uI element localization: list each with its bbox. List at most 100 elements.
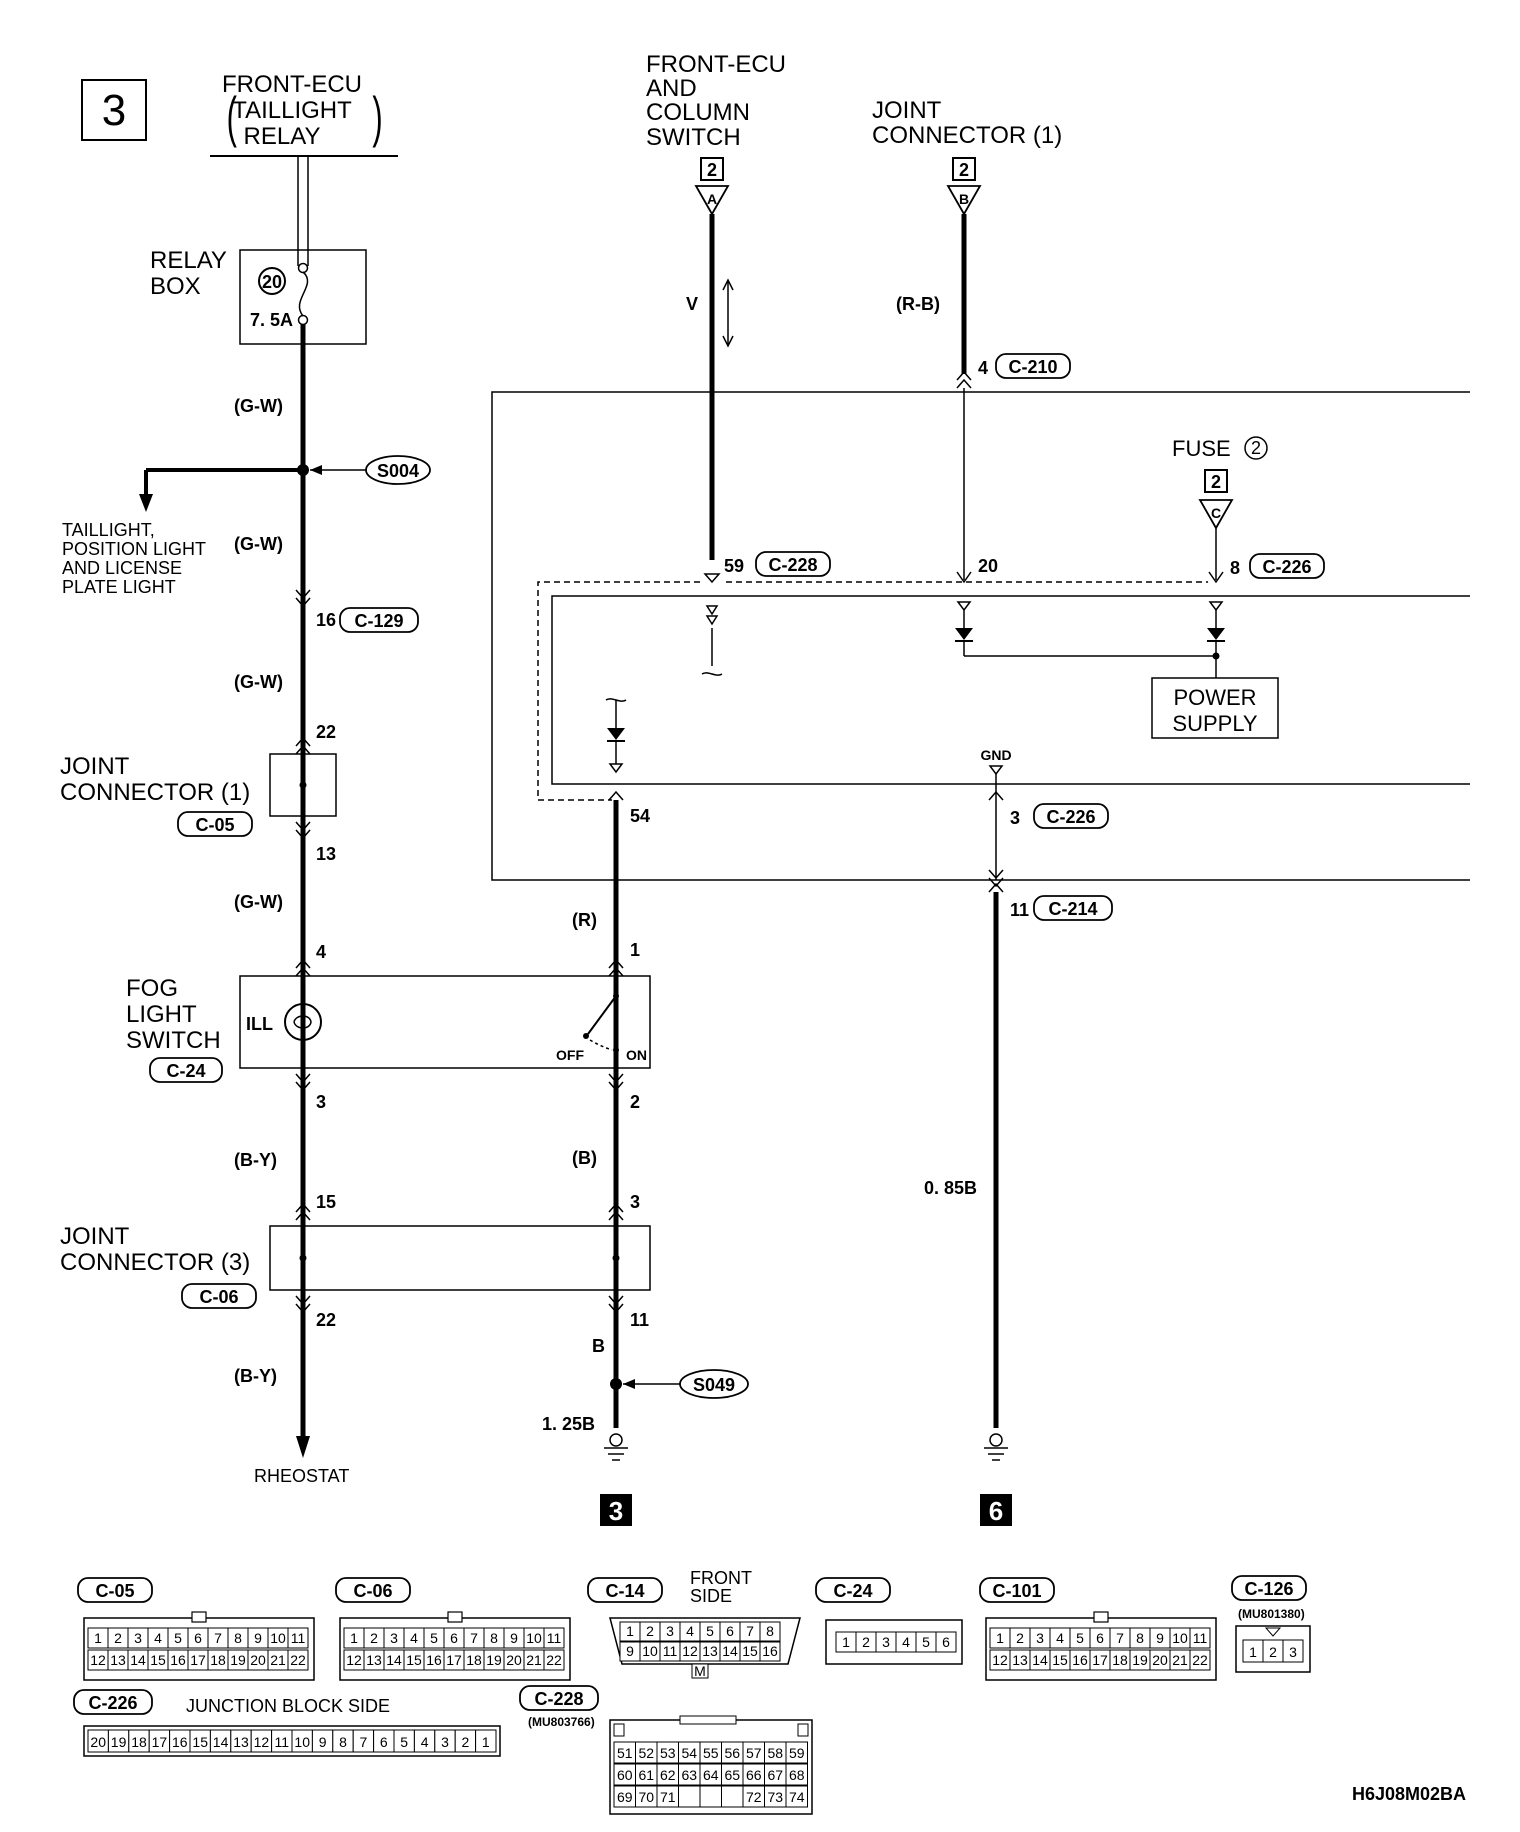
svg-text:S049: S049	[693, 1375, 735, 1395]
pin-number: 6	[194, 1630, 202, 1646]
pin-number: 16	[170, 1652, 186, 1668]
pin-number: 3	[1036, 1630, 1044, 1646]
wire-color-gw: (G-W)	[234, 396, 283, 416]
svg-text:13: 13	[316, 844, 336, 864]
pin-number: 16	[172, 1734, 188, 1750]
svg-text:54: 54	[630, 806, 650, 826]
pin-number: 15	[1052, 1652, 1068, 1668]
pin-number: 5	[922, 1634, 930, 1650]
pin-number: 2	[114, 1630, 122, 1646]
svg-text:4: 4	[316, 942, 326, 962]
pin-cell	[543, 1649, 565, 1671]
svg-text:22: 22	[316, 722, 336, 742]
pin-number: 3	[441, 1734, 449, 1750]
connector-c14: C-14	[605, 1581, 644, 1601]
pin-number: 21	[1172, 1652, 1188, 1668]
pin-cell	[475, 1729, 497, 1753]
svg-text:3: 3	[630, 1192, 640, 1212]
wire-color-r: (R)	[572, 910, 597, 930]
pin-number: 2	[370, 1630, 378, 1646]
ground-point-6	[980, 1494, 1012, 1526]
pin-number: 72	[746, 1789, 762, 1805]
wire-color-b: (B)	[572, 1148, 597, 1168]
pin-number: 10	[1172, 1630, 1188, 1646]
wire-color-rb: (R-B)	[896, 294, 940, 314]
front-ecu-taillight-relay-label: FRONT-ECU TAILLIGHT RELAY ( )	[222, 71, 383, 150]
pin-number: 56	[724, 1745, 740, 1761]
pin-number: 9	[254, 1630, 262, 1646]
svg-text:AND: AND	[646, 75, 697, 102]
pin-number: 63	[681, 1767, 697, 1783]
connector-c210: C-210	[1008, 357, 1057, 377]
joint-connector-3-label: JOINT CONNECTOR (3)	[60, 1223, 250, 1276]
svg-text:SWITCH: SWITCH	[126, 1027, 221, 1054]
pin-number: 66	[746, 1767, 762, 1783]
pin-number: 9	[510, 1630, 518, 1646]
power-supply-box	[1151, 677, 1279, 739]
pin-number: 19	[111, 1734, 127, 1750]
pin-number: 7	[360, 1734, 368, 1750]
pin-number: 12	[254, 1734, 270, 1750]
splice-s004	[365, 455, 431, 485]
pin-number: 20	[1152, 1652, 1168, 1668]
wire-color-b-solid: B	[592, 1336, 605, 1356]
svg-text:20: 20	[262, 272, 282, 292]
pin-number: 19	[486, 1652, 502, 1668]
connector-c228: C-228	[534, 1689, 583, 1709]
pin-number: 57	[746, 1745, 762, 1761]
pin-cell	[785, 1763, 808, 1786]
pin-number: 8	[234, 1630, 242, 1646]
pin-number: 53	[660, 1745, 676, 1761]
svg-text:CONNECTOR (1): CONNECTOR (1)	[872, 122, 1062, 149]
pin-number: 4	[154, 1630, 162, 1646]
connector-c129: C-129	[354, 611, 403, 631]
pin-number: 2	[1016, 1630, 1024, 1646]
svg-text:7. 5A: 7. 5A	[250, 310, 293, 330]
page-number: 3	[102, 86, 126, 135]
pin-number: 4	[1056, 1630, 1064, 1646]
pin-number: 16	[426, 1652, 442, 1668]
pin-cell	[785, 1741, 808, 1764]
pin-number: 21	[270, 1652, 286, 1668]
svg-text:FUSE: FUSE	[1172, 436, 1231, 461]
svg-text:LIGHT: LIGHT	[126, 1001, 197, 1028]
pin-number: 22	[1192, 1652, 1208, 1668]
svg-text:2: 2	[1251, 438, 1261, 458]
pin-number: 13	[110, 1652, 126, 1668]
pin-number: 6	[450, 1630, 458, 1646]
pin-number: 18	[131, 1734, 147, 1750]
svg-text:BOX: BOX	[150, 273, 201, 300]
pin-number: 7	[746, 1623, 754, 1639]
pin-number: 2	[862, 1634, 870, 1650]
svg-text:2: 2	[707, 160, 717, 180]
pin-number: 69	[617, 1789, 633, 1805]
connector-c24: C-24	[166, 1061, 205, 1081]
pin-number: 4	[902, 1634, 910, 1650]
pin-number: 8	[490, 1630, 498, 1646]
connector-c226: C-226	[1046, 807, 1095, 827]
pin-cell	[759, 1641, 781, 1662]
pin-number: 1	[842, 1634, 850, 1650]
pin-cell	[785, 1785, 808, 1808]
pin-number: 4	[686, 1623, 694, 1639]
svg-text:2: 2	[1211, 472, 1221, 492]
svg-text:1: 1	[630, 940, 640, 960]
connector-c05: C-05	[95, 1581, 134, 1601]
wire-color-gw: (G-W)	[234, 672, 283, 692]
pin-cell	[1282, 1639, 1304, 1663]
joint-connector-top-label: JOINT CONNECTOR (1)	[872, 97, 1062, 149]
pin-number: 21	[526, 1652, 542, 1668]
joint-connector-1-label: JOINT CONNECTOR (1)	[60, 753, 250, 806]
switch-on-label: ON	[626, 1047, 647, 1063]
pin-number: 10	[526, 1630, 542, 1646]
pin-number: 5	[430, 1630, 438, 1646]
pin-number: 3	[882, 1634, 890, 1650]
pin-cell	[721, 1785, 744, 1808]
wire-color-gw: (G-W)	[234, 892, 283, 912]
pin-number: 10	[294, 1734, 310, 1750]
connector-c05: C-05	[195, 815, 234, 835]
svg-text:(MU801380): (MU801380)	[1238, 1607, 1305, 1621]
fog-light-switch-box	[239, 975, 651, 1069]
